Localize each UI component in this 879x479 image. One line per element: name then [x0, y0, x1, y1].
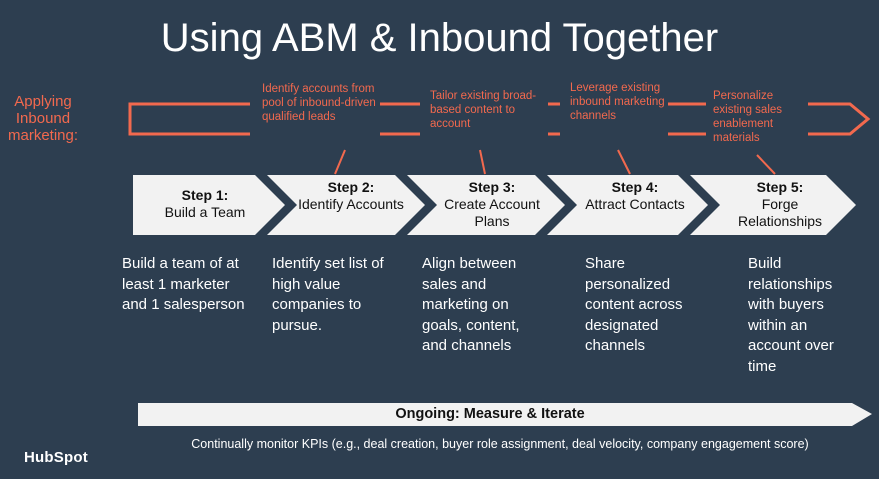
- chevron-step-1: [133, 175, 285, 235]
- inbound-arrow: [128, 102, 871, 136]
- ongoing-arrow: [138, 403, 872, 426]
- step-1-description: Build a team of at least 1 marketer and …: [122, 255, 245, 313]
- step-chevrons: [133, 175, 856, 235]
- step-5-description: Build relationships with buyers within a…: [748, 255, 834, 375]
- inbound-note-1: Identify accounts from pool of inbound-d…: [262, 83, 376, 123]
- applying-inbound-label: Applying Inbound marketing:: [7, 93, 79, 144]
- step-4-title: Attract Contacts: [585, 196, 685, 212]
- step-1-title: Build a Team: [164, 204, 246, 220]
- slide-title: Using ABM & Inbound Together: [160, 16, 719, 60]
- step-4-description: Share personalized content across design…: [585, 255, 683, 354]
- step-2-label: Step 2: Identify Accounts: [295, 179, 407, 213]
- inbound-note-4: Personalize existing sales enablement ma…: [713, 90, 783, 144]
- step-5-heading: Step 5:: [756, 179, 804, 195]
- chevron-step-2: [267, 175, 425, 235]
- inbound-note-2: Tailor existing broad-based content to a…: [430, 90, 537, 130]
- step-2-description: Identify set list of high value companie…: [272, 255, 384, 334]
- ongoing-description: Continually monitor KPIs (e.g., deal cre…: [191, 437, 809, 451]
- step-5-title: Forge Relationships: [737, 196, 823, 229]
- step-5-label: Step 5: Forge Relationships: [720, 179, 840, 230]
- chevron-step-4: [547, 175, 708, 235]
- ongoing-label: Ongoing: Measure & Iterate: [395, 406, 585, 422]
- step-2-title: Identify Accounts: [298, 196, 404, 212]
- step-1-label: Step 1: Build a Team: [143, 187, 267, 221]
- chevron-step-5: [690, 175, 856, 235]
- inbound-note-3: Leverage existing inbound marketing chan…: [570, 82, 665, 122]
- step-4-heading: Step 4:: [611, 179, 659, 195]
- hubspot-logo: HubSpot: [24, 449, 88, 466]
- step-2-heading: Step 2:: [327, 179, 375, 195]
- step-4-label: Step 4: Attract Contacts: [580, 179, 690, 213]
- step-3-label: Step 3: Create Account Plans: [432, 179, 552, 230]
- step-1-heading: Step 1:: [181, 187, 229, 203]
- note-pointers: [334, 149, 776, 175]
- step-3-heading: Step 3:: [468, 179, 516, 195]
- chevron-step-3: [407, 175, 565, 235]
- step-3-description: Align between sales and marketing on goa…: [422, 255, 520, 354]
- step-3-title: Create Account Plans: [444, 196, 540, 229]
